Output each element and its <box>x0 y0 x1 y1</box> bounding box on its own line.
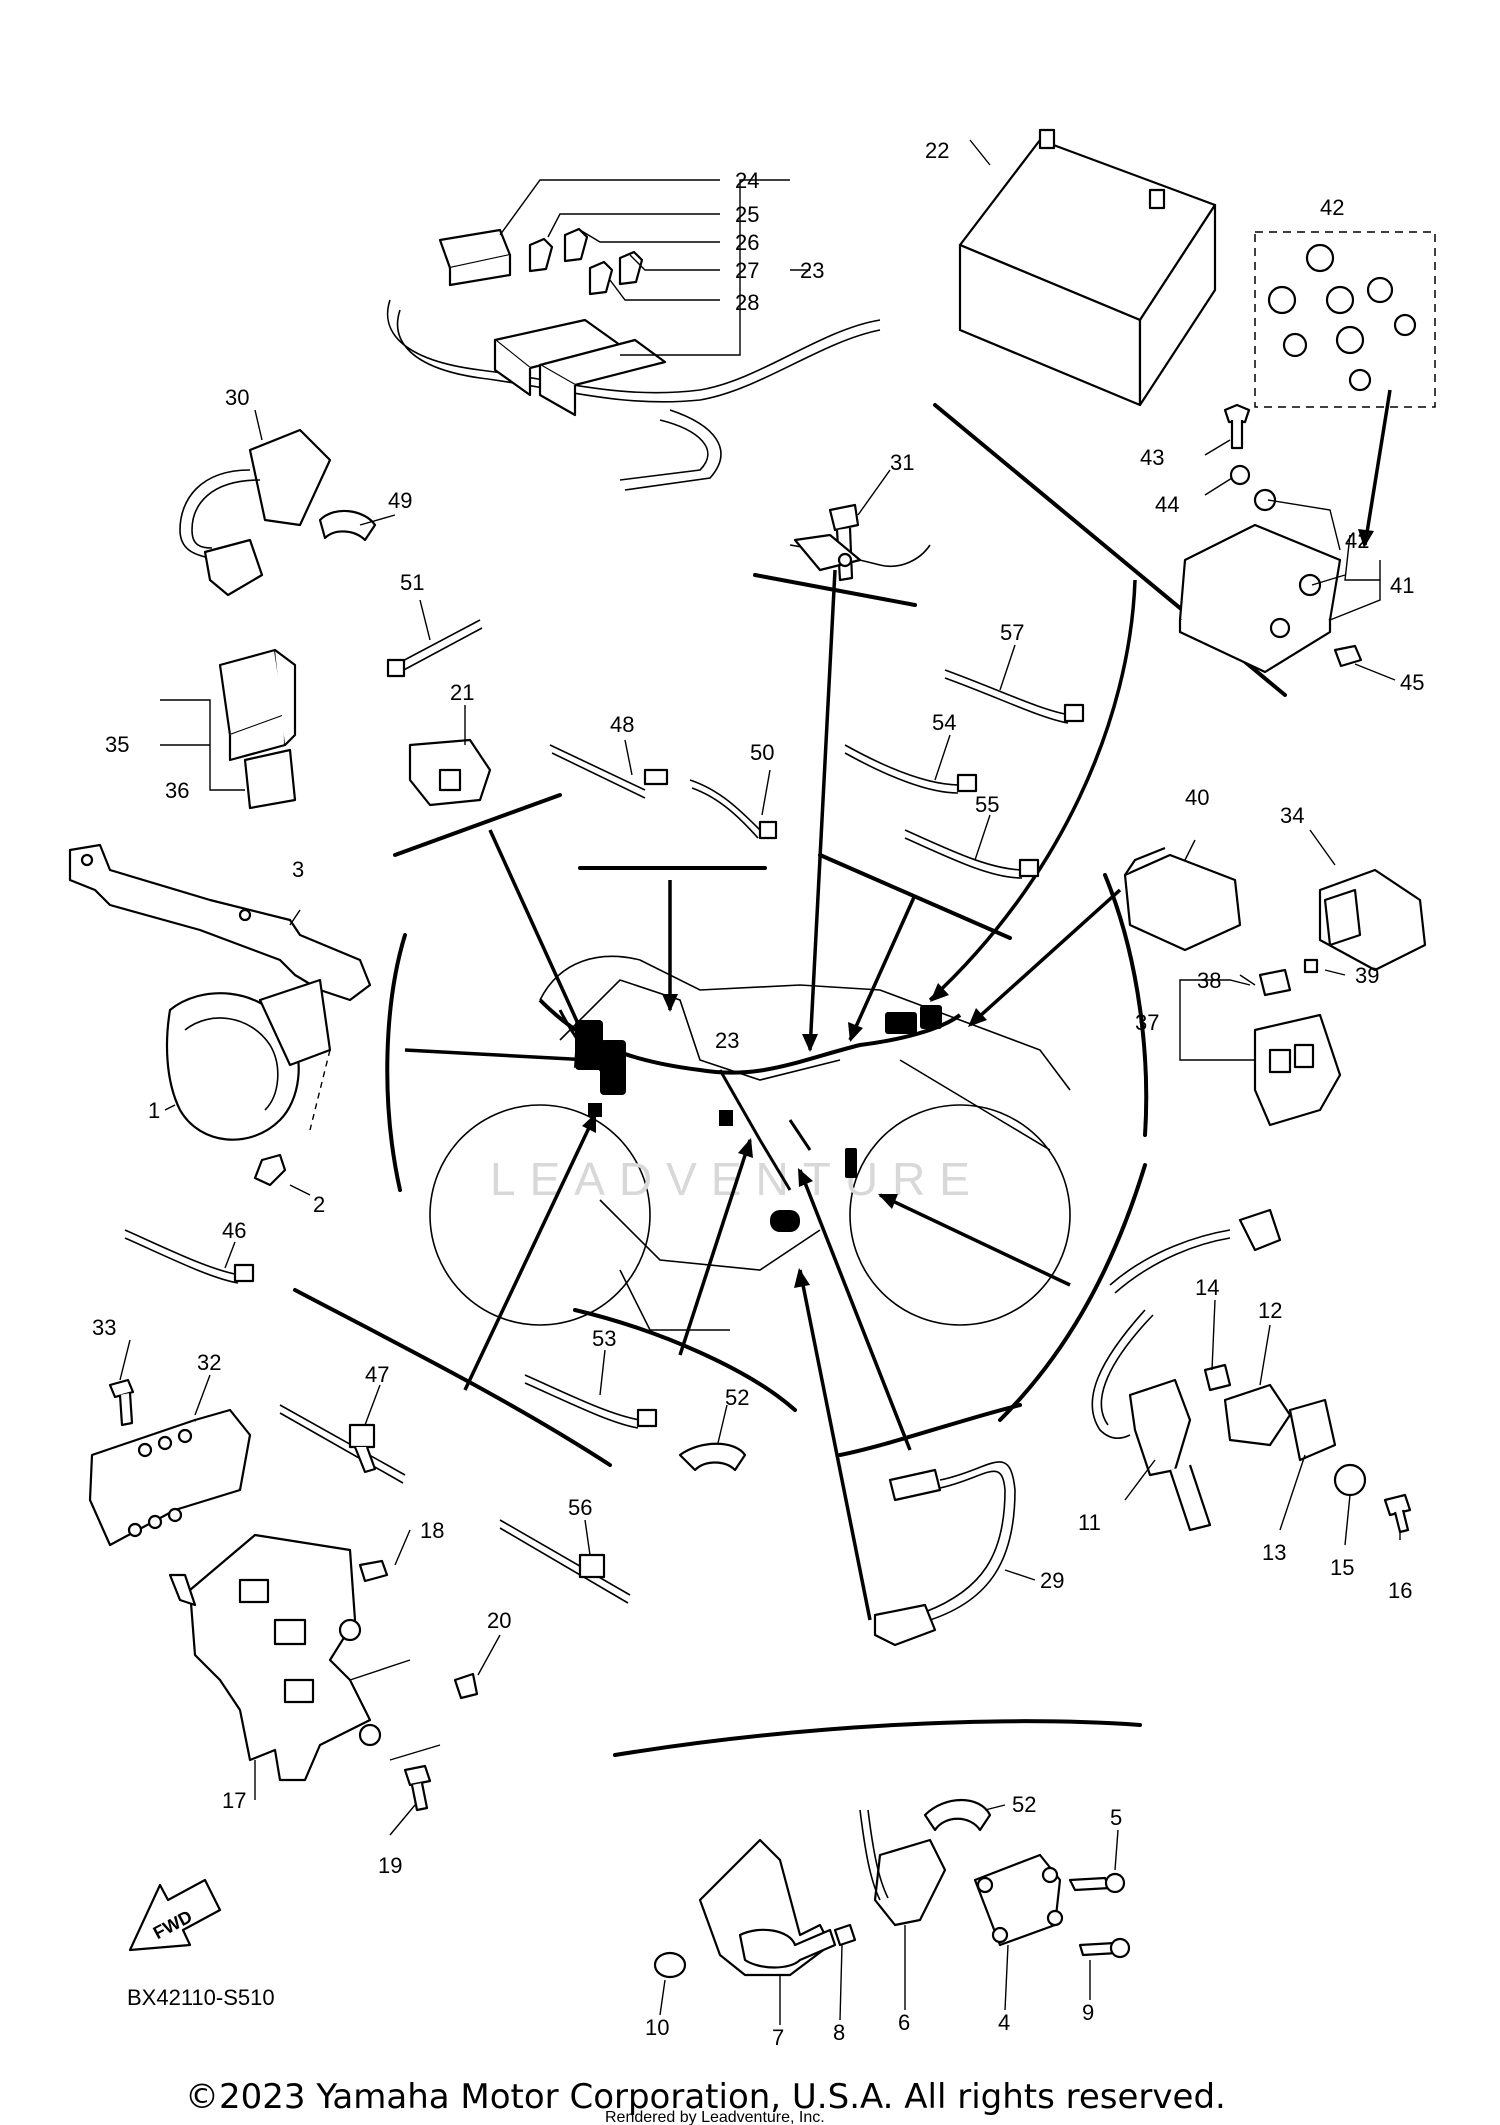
tie-56: 56 <box>499 1495 631 1604</box>
label-55: 55 <box>975 792 999 817</box>
label-24: 24 <box>735 168 759 193</box>
label-40: 40 <box>1185 785 1209 810</box>
label-11: 11 <box>1078 1510 1101 1535</box>
label-29: 29 <box>1040 1568 1064 1593</box>
label-36: 36 <box>165 778 189 803</box>
ties-54-55-57: 57 54 55 <box>844 620 1085 879</box>
label-2: 2 <box>313 1192 325 1217</box>
label-54: 54 <box>932 710 956 735</box>
label-23-fusebox: 23 <box>800 258 824 283</box>
rendered-by-text: Rendered by Leadventure, Inc. <box>605 2109 825 2125</box>
label-51: 51 <box>400 570 424 595</box>
battery-part-22: 22 <box>925 128 1217 407</box>
label-30: 30 <box>225 385 249 410</box>
horn-group: 3 1 2 <box>68 843 372 1217</box>
label-20: 20 <box>487 1608 511 1633</box>
cable-tie-51: 51 <box>386 570 483 678</box>
label-13: 13 <box>1262 1540 1286 1565</box>
label-41: 41 <box>1390 573 1414 598</box>
relay-group-right: 40 34 38 37 39 <box>1123 785 1427 1127</box>
label-45: 45 <box>1400 670 1424 695</box>
label-57: 57 <box>1000 620 1024 645</box>
label-56: 56 <box>568 1495 592 1520</box>
label-53: 53 <box>592 1326 616 1351</box>
label-15: 15 <box>1330 1555 1354 1580</box>
sensor-29: 29 <box>873 1461 1064 1647</box>
label-37: 37 <box>1135 1010 1159 1035</box>
label-22: 22 <box>925 138 949 163</box>
label-8: 8 <box>833 2020 845 2045</box>
bottom-sensor-group: 52 5 9 4 6 8 7 10 <box>645 1792 1131 2050</box>
regulator-32: 33 32 <box>88 1315 252 1547</box>
label-35: 35 <box>105 732 129 757</box>
label-3: 3 <box>292 857 304 882</box>
label-26: 26 <box>735 230 759 255</box>
label-1: 1 <box>148 1098 160 1123</box>
label-34: 34 <box>1280 803 1304 828</box>
label-32: 32 <box>197 1350 221 1375</box>
copyright-text: ©2023 Yamaha Motor Corporation, U.S.A. A… <box>185 2077 1226 2117</box>
label-10: 10 <box>645 2015 669 2040</box>
group-bars <box>293 403 1287 1757</box>
label-4: 4 <box>998 2010 1010 2035</box>
label-9: 9 <box>1082 2000 1094 2025</box>
label-39: 39 <box>1355 963 1379 988</box>
label-31: 31 <box>890 450 914 475</box>
label-49: 49 <box>388 488 412 513</box>
sensor-11-group: 14 12 11 13 15 16 <box>1078 1208 1412 1603</box>
label-52-bottom: 52 <box>1012 1792 1036 1817</box>
label-52-mid: 52 <box>725 1385 749 1410</box>
label-7: 7 <box>772 2025 784 2050</box>
label-42: 42 <box>1345 528 1369 553</box>
ecu-group: 42 42 41 43 44 45 <box>1140 195 1436 695</box>
ties-48-50: 48 50 <box>549 712 778 840</box>
relay-35-36: 35 36 <box>105 648 297 810</box>
label-23-harness: 23 <box>715 1028 739 1053</box>
label-48: 48 <box>610 712 634 737</box>
label-16: 16 <box>1388 1578 1412 1603</box>
label-6: 6 <box>898 2010 910 2035</box>
fuse-box-group: 24 25 26 27 23 28 <box>386 168 881 491</box>
label-12: 12 <box>1258 1298 1282 1323</box>
fwd-arrow-icon: FWD <box>128 1878 222 1952</box>
connector-30-group: 30 49 <box>179 385 412 597</box>
group-arrows <box>404 389 1392 1621</box>
label-19: 19 <box>378 1853 402 1878</box>
label-25: 25 <box>735 202 759 227</box>
label-28: 28 <box>735 290 759 315</box>
label-43: 43 <box>1140 445 1164 470</box>
label-50: 50 <box>750 740 774 765</box>
cover-21: 21 <box>408 680 492 807</box>
tie-53-clip-52: 53 52 <box>524 1326 749 1472</box>
ground-bolt-31: 31 <box>789 450 931 582</box>
label-42-box: 42 <box>1320 195 1344 220</box>
diagram-code: BX42110-S510 <box>127 1985 275 2010</box>
tie-47: 47 <box>279 1362 406 1484</box>
label-14: 14 <box>1195 1275 1219 1300</box>
label-18: 18 <box>420 1518 444 1543</box>
label-33: 33 <box>92 1315 116 1340</box>
label-21: 21 <box>450 680 474 705</box>
label-38: 38 <box>1197 968 1221 993</box>
label-17: 17 <box>222 1788 246 1813</box>
label-27: 27 <box>735 258 759 283</box>
label-46: 46 <box>222 1218 246 1243</box>
label-47: 47 <box>365 1362 389 1387</box>
wire-harness: 23 <box>538 998 962 1232</box>
label-5: 5 <box>1110 1805 1122 1830</box>
label-44: 44 <box>1155 492 1179 517</box>
bracket-17-group: 18 20 17 19 <box>168 1518 511 1878</box>
tie-46: 46 <box>124 1218 255 1284</box>
